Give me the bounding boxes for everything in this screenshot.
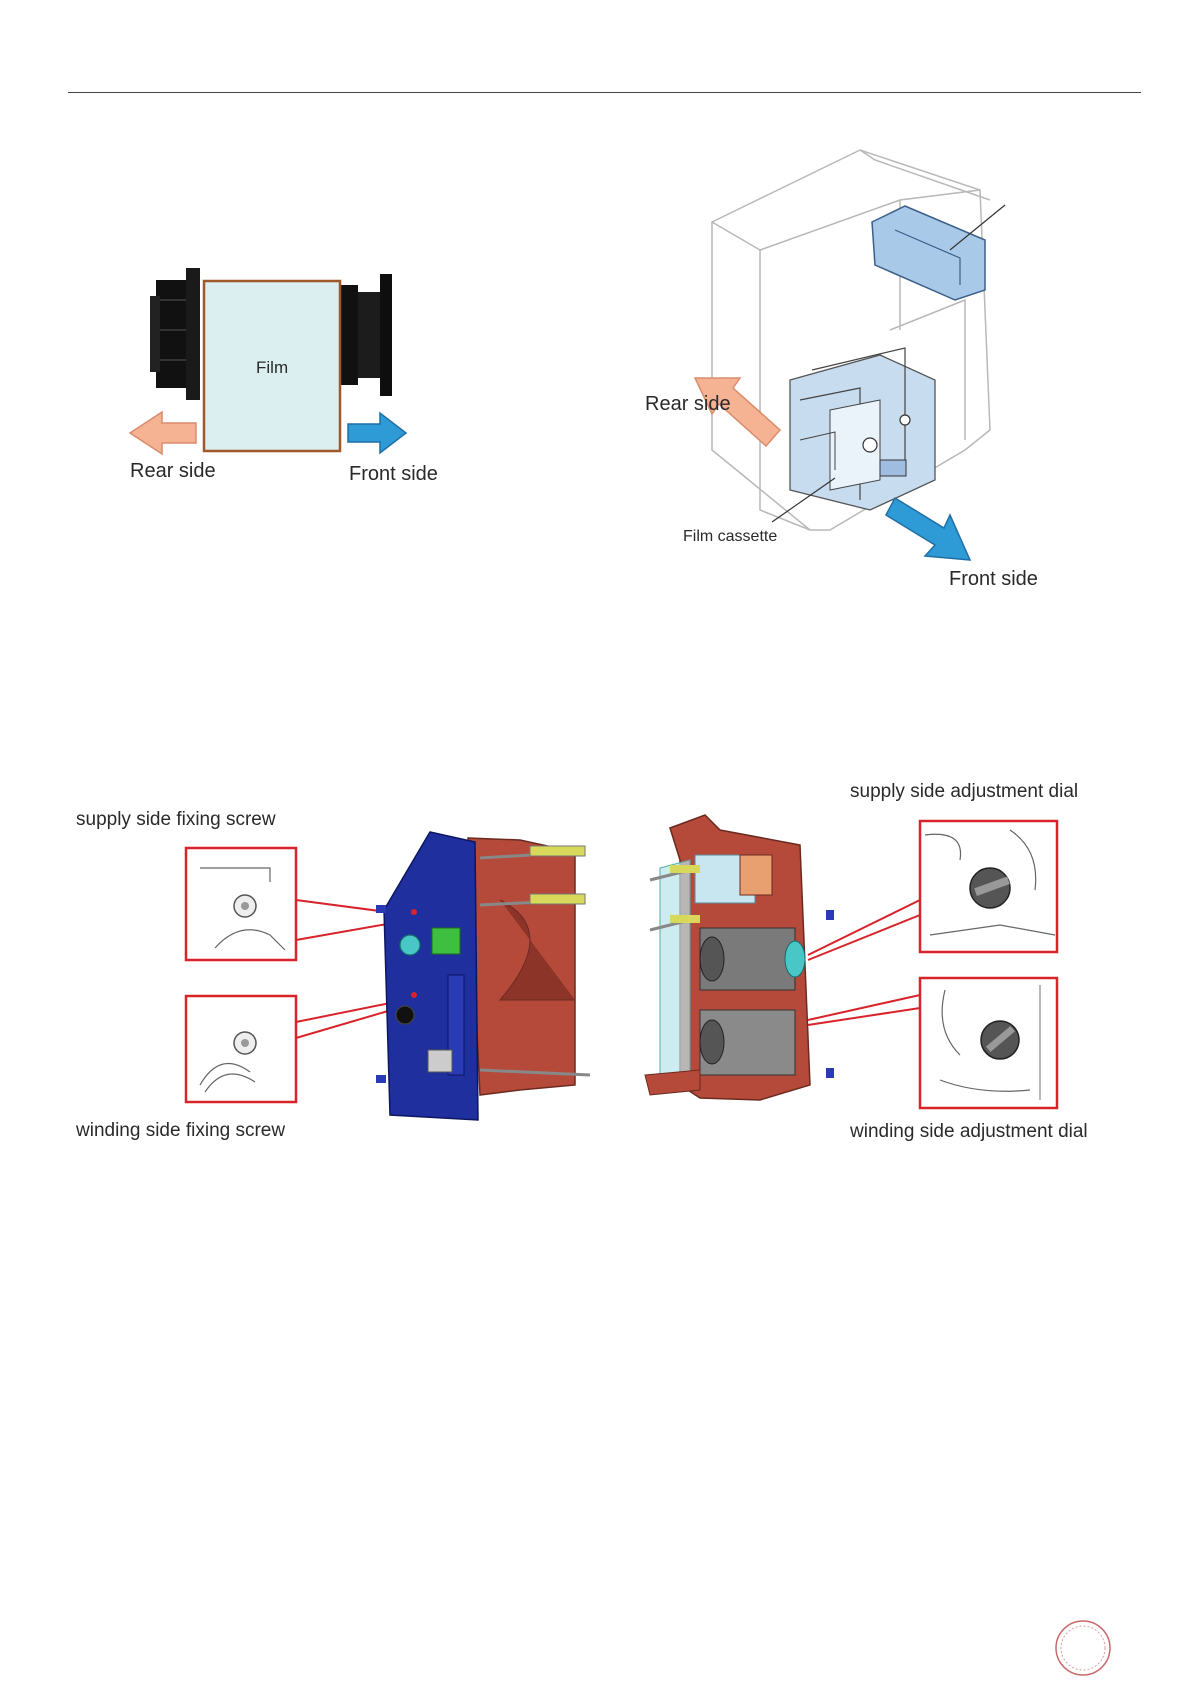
supply-dial-label: supply side adjustment dial <box>850 781 1078 803</box>
supply-screw-label: supply side fixing screw <box>76 809 276 831</box>
left-cassette <box>376 832 590 1120</box>
supply-dial-callout <box>808 821 1057 960</box>
winding-screw-label: winding side fixing screw <box>76 1120 285 1142</box>
right-cassette <box>645 815 834 1100</box>
winding-screw-callout <box>186 996 405 1102</box>
cassette-drawing <box>0 0 1191 1200</box>
supply-screw-callout <box>186 848 410 960</box>
winding-dial-callout <box>808 978 1057 1108</box>
winding-dial-label: winding side adjustment dial <box>850 1121 1088 1143</box>
